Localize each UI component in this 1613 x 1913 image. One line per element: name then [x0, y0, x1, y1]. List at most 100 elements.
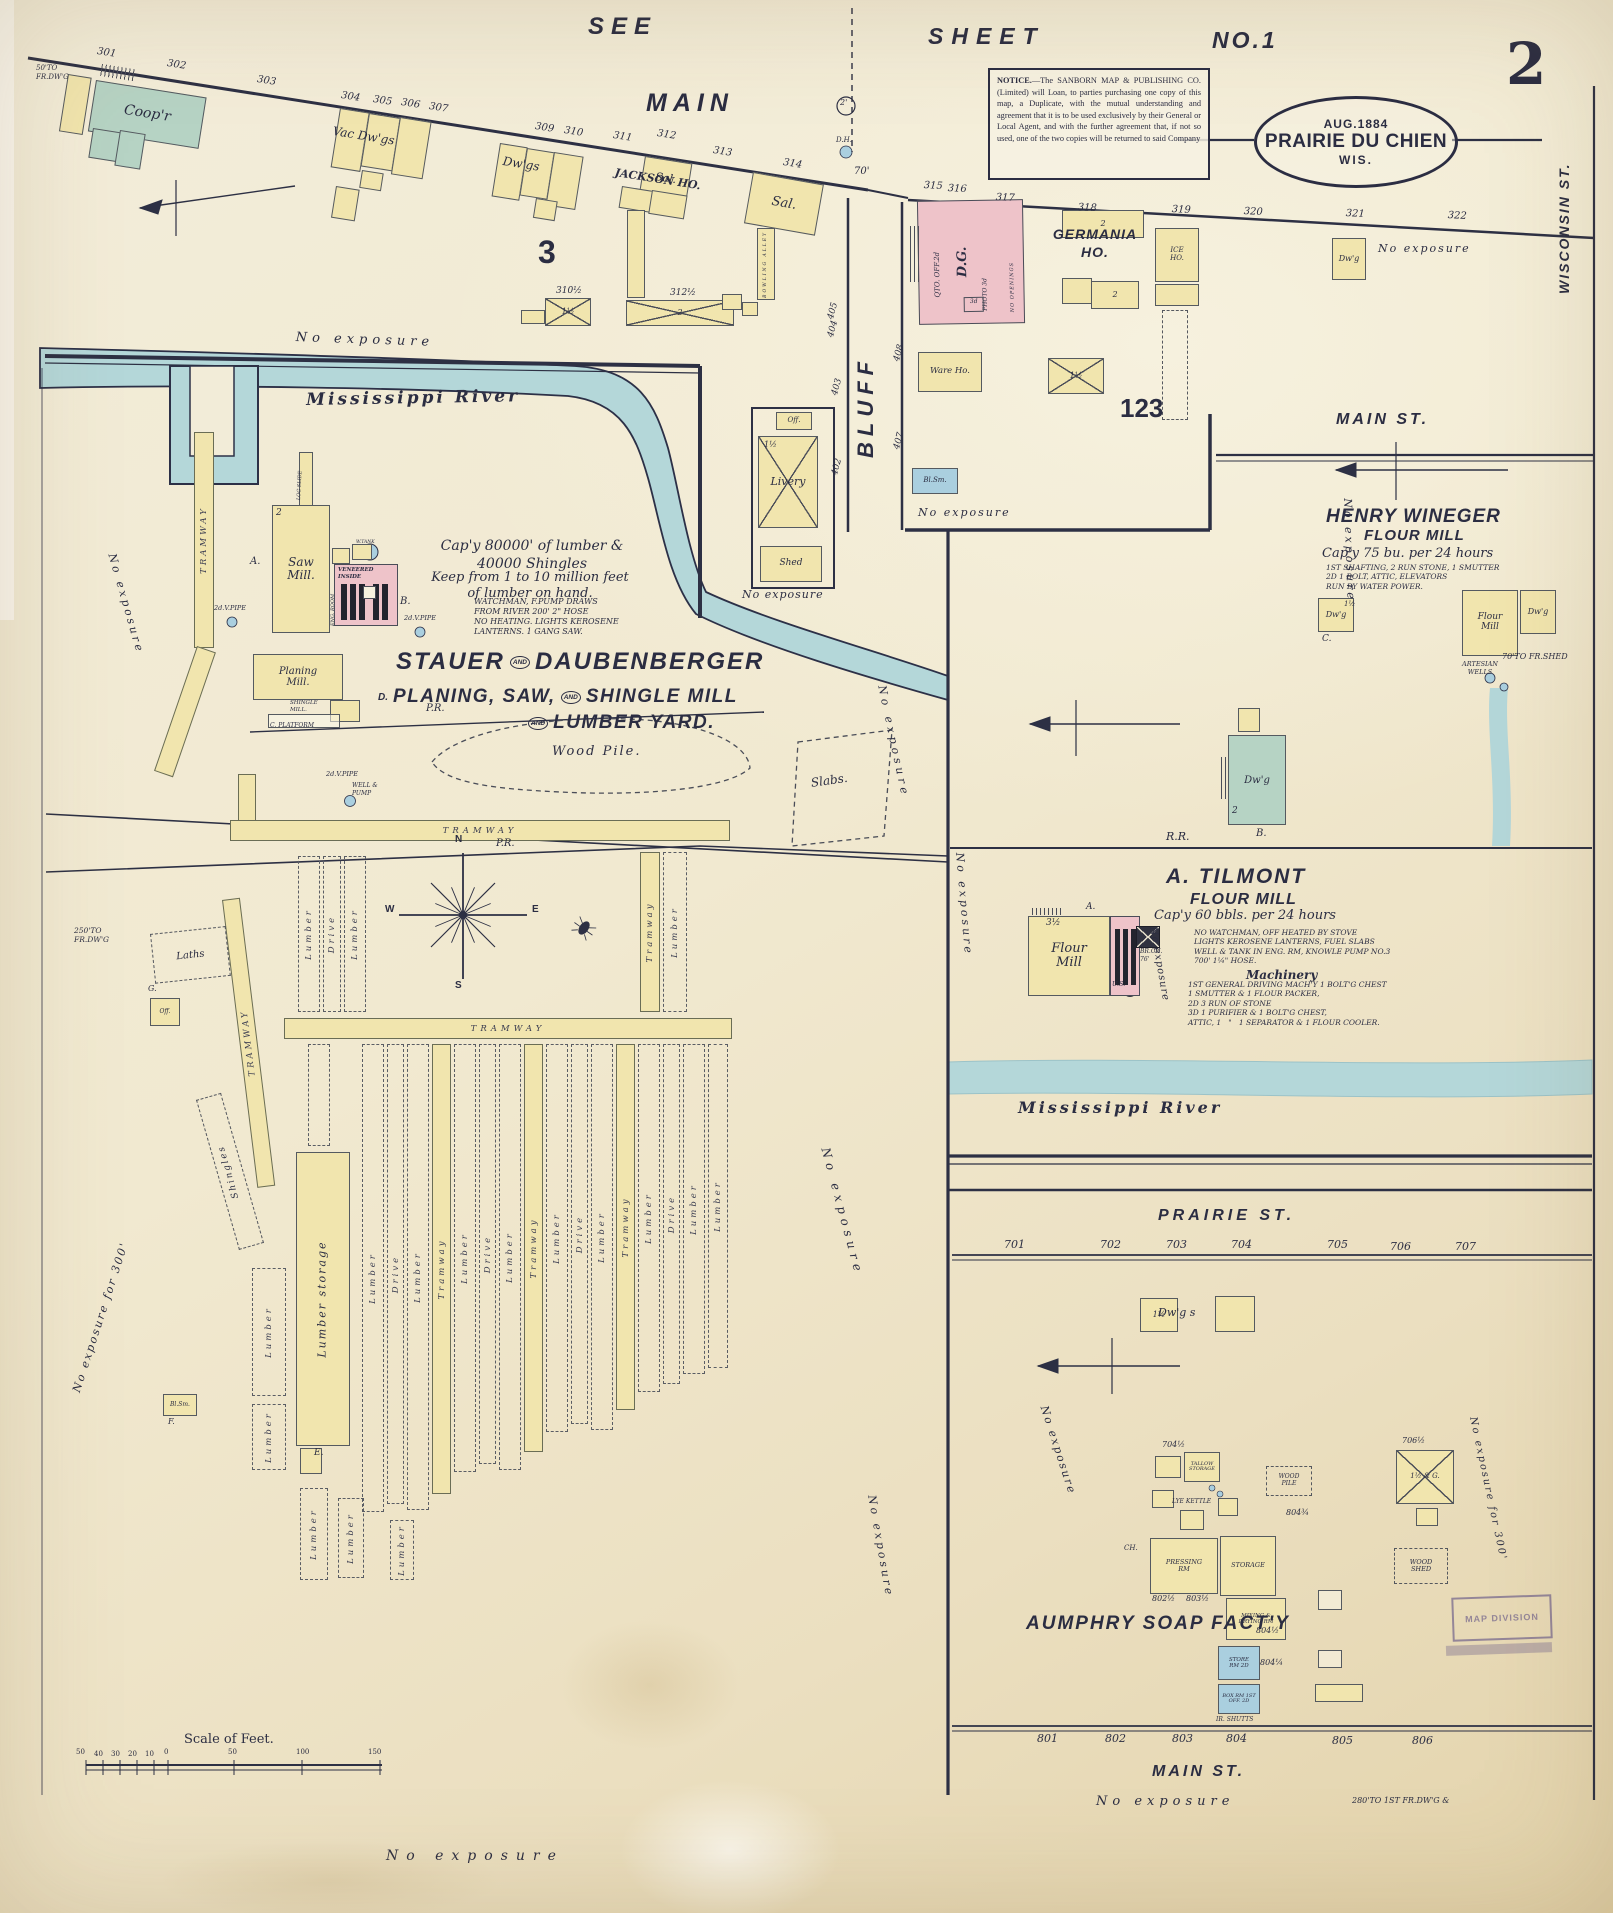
map-label: 20: [128, 1750, 137, 1758]
map-label: 100: [296, 1748, 310, 1756]
lumber-row: Lumber: [362, 1044, 384, 1512]
map-label: 312½: [670, 288, 696, 298]
map-label: SHINGLE MILL.: [290, 700, 318, 713]
compass-rose: [399, 853, 527, 979]
map-label: W.TANK: [356, 540, 375, 545]
building-label: 1½: [561, 306, 575, 316]
map-label: 309: [534, 121, 555, 135]
building-label: Livery: [770, 474, 806, 488]
map-label: 2d.V.PIPE: [214, 604, 247, 612]
strip-label: Tramway: [436, 1238, 447, 1300]
building-ice-ho-: ICE HO.: [1155, 228, 1199, 282]
building-mixing-drying-rm: MIXING & DRYING RM: [1226, 1598, 1286, 1640]
firm-name-2: DAUBENBERGER: [534, 648, 765, 675]
map-label: 313: [712, 145, 733, 159]
map-label: Dw'g s: [1158, 1306, 1196, 1319]
map-label: No exposure: [105, 552, 147, 656]
strip-label: Lumber: [350, 908, 360, 960]
building: [1152, 1490, 1174, 1508]
map-label: NO WATCHMAN, OFF HEATED BY STOVE LIGHTS …: [1194, 928, 1391, 966]
map-label: 804¼: [1260, 1658, 1284, 1667]
engine-room-inset: [363, 586, 376, 599]
map-label: 707: [1455, 1240, 1476, 1253]
map-label: Mississippi River: [306, 386, 521, 410]
lumber-row: Lumber: [499, 1044, 521, 1470]
strip-label: Lumber: [689, 1183, 699, 1235]
map-label: 301: [96, 46, 117, 60]
boiler-bar: [350, 584, 356, 620]
building-1-: 1½: [545, 298, 591, 326]
building-flour-mill: Flour Mill: [1462, 590, 1518, 656]
map-label: R.R.: [1166, 830, 1190, 843]
map-label: 701: [1004, 1238, 1025, 1251]
map-label: CH.: [1124, 1544, 1138, 1552]
map-label: LYE KETTLE: [1172, 1498, 1212, 1505]
map-label: 706: [1390, 1240, 1411, 1253]
strip-label: TRAMWAY: [199, 506, 209, 574]
map-label: No exposure: [295, 330, 435, 350]
map-label: 405: [826, 301, 841, 321]
building-label: BOWLING ALLEY: [762, 230, 768, 298]
map-label: No exposure for 300': [1467, 1416, 1509, 1562]
porch-hatch: [100, 64, 136, 82]
map-label: FLOUR MILL: [1190, 891, 1297, 908]
building-label: WOOD SHED: [1409, 1557, 1433, 1573]
map-label: 319: [1171, 204, 1192, 216]
and-ligature: AND: [560, 690, 581, 704]
building-pressing-rm: PRESSING RM: [1150, 1538, 1218, 1594]
building: [1218, 1498, 1238, 1516]
map-label: 315: [923, 180, 944, 192]
paper-stain: [560, 1620, 740, 1750]
lumber-row: Lumber: [591, 1044, 613, 1430]
building-label: Flour Mill: [1477, 612, 1503, 632]
map-label: 310: [563, 125, 584, 139]
map-label: 407: [892, 431, 907, 451]
map-label: 0: [164, 1748, 169, 1756]
building-label: TALLOW STORAGE: [1189, 1460, 1215, 1472]
map-label: BLUFF: [853, 355, 878, 458]
map-label: P.R.: [426, 703, 445, 714]
building-label: Dw'g: [1527, 606, 1549, 616]
map-label: C.: [1322, 634, 1332, 644]
map-label: No exposure: [818, 1146, 867, 1278]
map-label: 123: [1120, 393, 1164, 423]
map-label: 805: [1332, 1734, 1353, 1747]
building-label: WOOD PILE: [1278, 1473, 1300, 1487]
building-label: Off.: [159, 1007, 171, 1015]
map-label: 50'TO FR.DW'G: [36, 64, 69, 81]
building-label: Flour Mill: [1051, 940, 1087, 970]
map-label: 705: [1327, 1238, 1348, 1251]
strip-label: Lumber: [346, 1512, 356, 1564]
store-label-qto-office: QTO. OFF.2d: [932, 251, 942, 298]
building: [330, 186, 360, 222]
building: [1155, 284, 1199, 306]
strip-label: Drive: [327, 914, 337, 954]
building-bl-sm-: Bl.Sm.: [163, 1394, 197, 1416]
map-label: 320: [1243, 206, 1264, 218]
strip-label: Drive: [666, 1194, 677, 1234]
map-label: 304: [340, 90, 361, 104]
map-label: Mississippi River: [1018, 1098, 1223, 1117]
map-label: PRAIRIE ST.: [1158, 1207, 1296, 1224]
strip-label: Lumber: [713, 1180, 723, 1232]
building-2: 2: [1062, 210, 1144, 238]
map-label: 1ST SHAFTING, 2 RUN STONE, 1 SMUTTER 2D …: [1326, 563, 1500, 591]
building-1-g-: 1½ & G.: [1396, 1450, 1454, 1504]
map-label: 2d.V.PIPE: [326, 770, 359, 778]
map-label: 1½: [1344, 600, 1356, 608]
map-label: MAIN ST.: [1336, 411, 1430, 428]
store-label-dry-goods: D.G.: [954, 246, 971, 278]
map-label: W: [385, 904, 395, 915]
map-label: 307: [428, 101, 449, 115]
building: [352, 544, 372, 560]
building-1-: 1½: [1140, 1298, 1178, 1332]
building: [722, 294, 742, 310]
strip-label: Lumber: [597, 1211, 607, 1263]
scan-edge: [0, 0, 14, 620]
map-label: WELL & PUMP: [352, 782, 378, 797]
lumber-row: [308, 1044, 330, 1146]
notice-title: NOTICE.: [997, 76, 1032, 85]
building: [1315, 1684, 1363, 1702]
map-label: 310½: [556, 286, 582, 296]
